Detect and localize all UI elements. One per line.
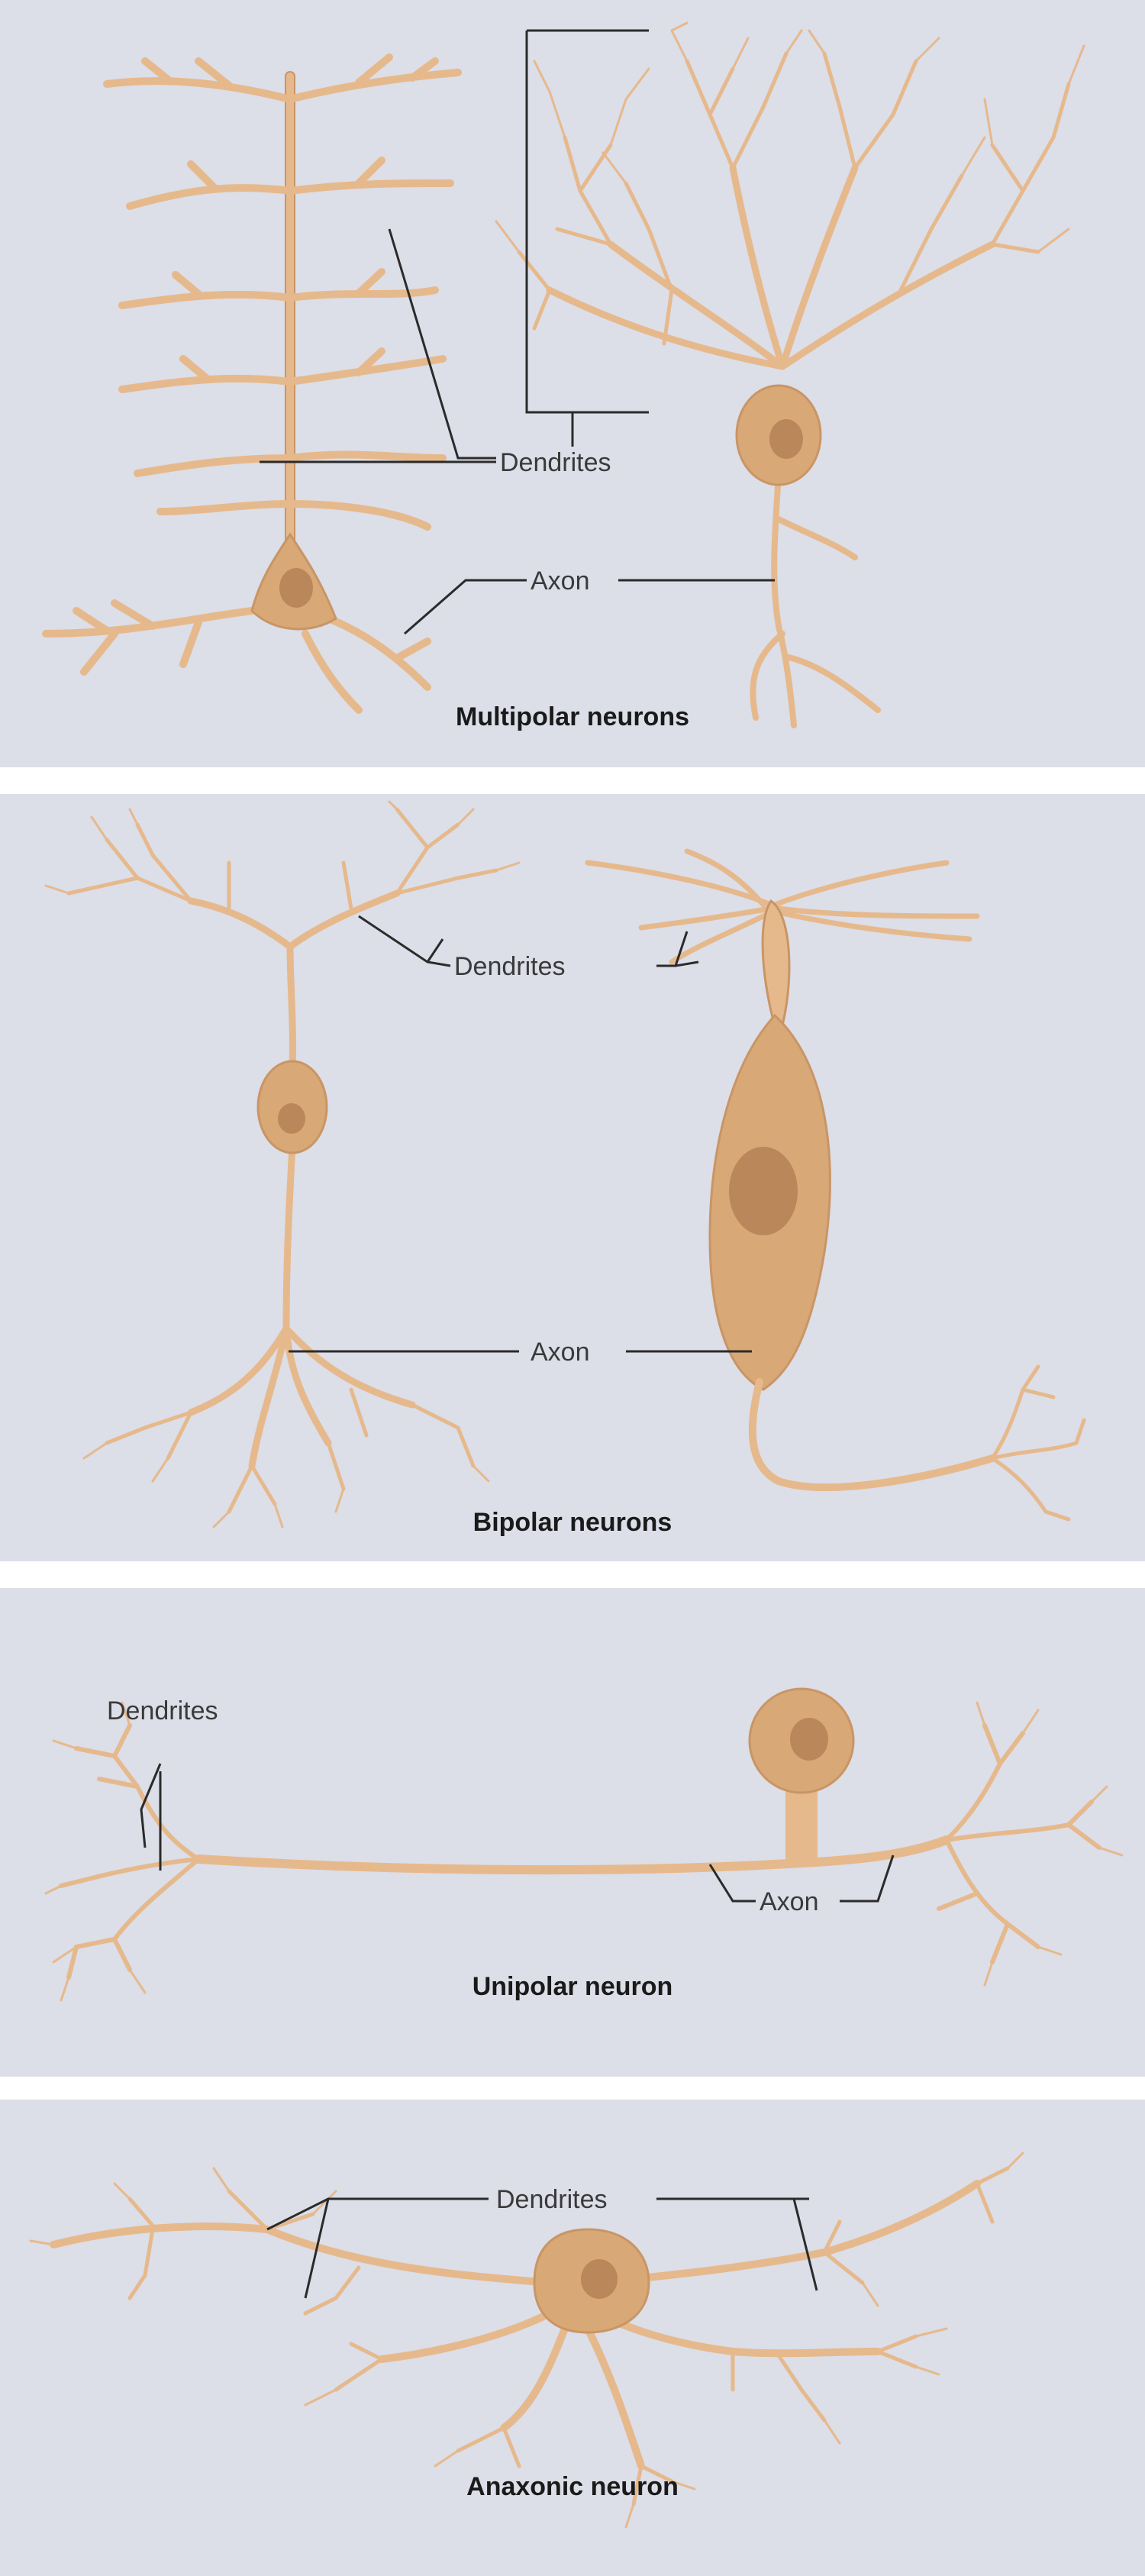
anaxonic-dendrites-leader-lines [266,2197,818,2299]
bipolar-right-nucleus [729,1147,798,1235]
pyramidal-nucleus [279,568,313,608]
purkinje-neuron [495,21,1085,728]
bipolar-neuron-left [44,800,521,1528]
unipolar-axon-label: Axon [760,1887,819,1916]
bipolar-axon-label: Axon [531,1338,590,1367]
unipolar-neuron [44,1687,1124,2002]
bipolar-right-axon [748,1378,996,1492]
unipolar-title: Unipolar neuron [472,1972,673,2001]
anaxonic-neuron [29,2152,1024,2529]
unipolar-dendrites-leader-lines [140,1763,162,1871]
panel-bipolar: Dendrites Axon Bipolar neurons [0,794,1145,1561]
bipolar-left-nucleus [278,1103,305,1134]
anaxonic-diagram: Dendrites [29,2152,1024,2529]
anaxonic-title: Anaxonic neuron [466,2472,679,2501]
dendrites-leader-lines [260,29,649,463]
unipolar-axon-leader-lines [708,1855,895,1903]
unipolar-dendrites-label: Dendrites [107,1696,218,1725]
bipolar-left-axon [282,1141,296,1332]
anaxonic-dendrites-label: Dendrites [496,2185,608,2214]
panel-anaxonic: Dendrites Anaxonic neuron [0,2100,1145,2576]
bipolar-dendrites-leader-lines [358,915,699,967]
unipolar-nucleus [790,1718,828,1761]
multipolar-dendrites-label: Dendrites [500,448,611,477]
bipolar-dendrites-label: Dendrites [454,952,566,981]
unipolar-diagram: Dendrites Axon [44,1687,1124,2002]
bipolar-title: Bipolar neurons [473,1508,672,1537]
panel-unipolar: Dendrites Axon Unipolar neuron [0,1588,1145,2077]
bipolar-neuron-right [585,848,1086,1522]
anaxonic-nucleus [581,2259,618,2299]
unipolar-axon [194,1835,951,1875]
axon-leader-lines [404,579,775,635]
pyramidal-neuron [42,53,462,714]
bipolar-diagram: Dendrites Axon [44,800,1086,1528]
multipolar-diagram: Dendrites Axon [42,21,1085,728]
purkinje-nucleus [769,419,803,459]
multipolar-title: Multipolar neurons [456,702,689,731]
purkinje-axon [771,470,797,728]
multipolar-axon-label: Axon [531,567,590,596]
panel-multipolar: Dendrites Axon Multipolar neurons [0,0,1145,767]
